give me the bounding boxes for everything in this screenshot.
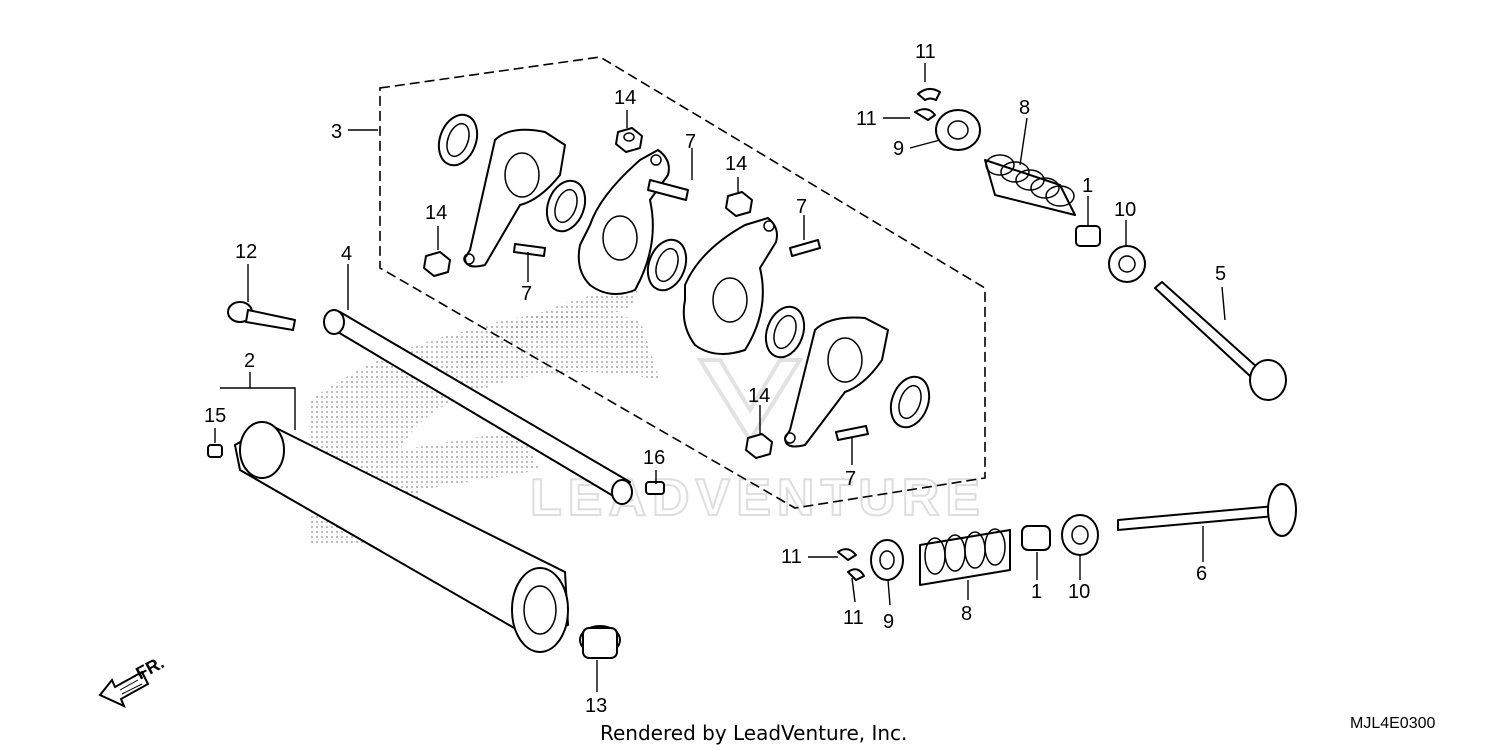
front-direction-arrow: FR. <box>98 652 167 708</box>
leader-lines <box>214 63 1226 692</box>
callout-11: 11 <box>781 546 802 568</box>
callout-15: 15 <box>204 405 226 427</box>
callout-10: 10 <box>1114 199 1136 221</box>
callout-8: 8 <box>1019 97 1030 119</box>
rocker-arm-4 <box>764 305 931 448</box>
callout-1: 1 <box>1031 581 1042 603</box>
callout-7: 7 <box>845 468 856 490</box>
callout-5: 5 <box>1215 263 1226 285</box>
callout-13: 13 <box>585 695 607 717</box>
callout-1: 1 <box>1082 175 1093 197</box>
footer-credit: Rendered by LeadVenture, Inc. <box>600 721 907 745</box>
callout-3: 3 <box>331 121 342 143</box>
callout-9: 9 <box>893 138 904 160</box>
lock-nut-14 <box>423 127 773 459</box>
valve-upper <box>914 88 1287 401</box>
front-label: FR. <box>132 652 167 683</box>
callout-11: 11 <box>843 607 864 629</box>
callout-7: 7 <box>685 131 696 153</box>
rocker-arm-3 <box>646 217 778 355</box>
rocker-shaft <box>323 309 633 505</box>
callout-2: 2 <box>244 350 255 372</box>
rocker-arm-2 <box>545 149 670 295</box>
callout-16: 16 <box>643 447 665 469</box>
callouts: 11 11 9 8 1 10 5 3 14 7 14 7 14 7 12 4 2… <box>204 41 1226 717</box>
callout-7: 7 <box>521 283 532 305</box>
dowel-pins <box>207 444 665 495</box>
callout-11: 11 <box>915 41 936 63</box>
callout-6: 6 <box>1196 563 1207 585</box>
callout-12: 12 <box>235 241 257 263</box>
callout-10: 10 <box>1068 581 1090 603</box>
callout-8: 8 <box>961 603 972 625</box>
callout-14: 14 <box>425 202 447 224</box>
callout-14: 14 <box>614 87 636 109</box>
callout-9: 9 <box>883 611 894 633</box>
bolt-12 <box>227 301 296 331</box>
callout-4: 4 <box>341 243 352 265</box>
adjusting-screw-7 <box>513 179 869 441</box>
rocker-arm-assembly-frame <box>379 56 986 509</box>
valve-lower <box>837 483 1297 586</box>
camshaft <box>234 421 569 653</box>
callout-14: 14 <box>748 385 770 407</box>
callout-14: 14 <box>725 153 747 175</box>
callout-11: 11 <box>856 108 877 130</box>
callout-7: 7 <box>796 196 807 218</box>
bolt-13 <box>579 625 621 659</box>
diagram-code: MJL4E0300 <box>1350 715 1435 732</box>
rocker-arm-1 <box>437 113 566 268</box>
